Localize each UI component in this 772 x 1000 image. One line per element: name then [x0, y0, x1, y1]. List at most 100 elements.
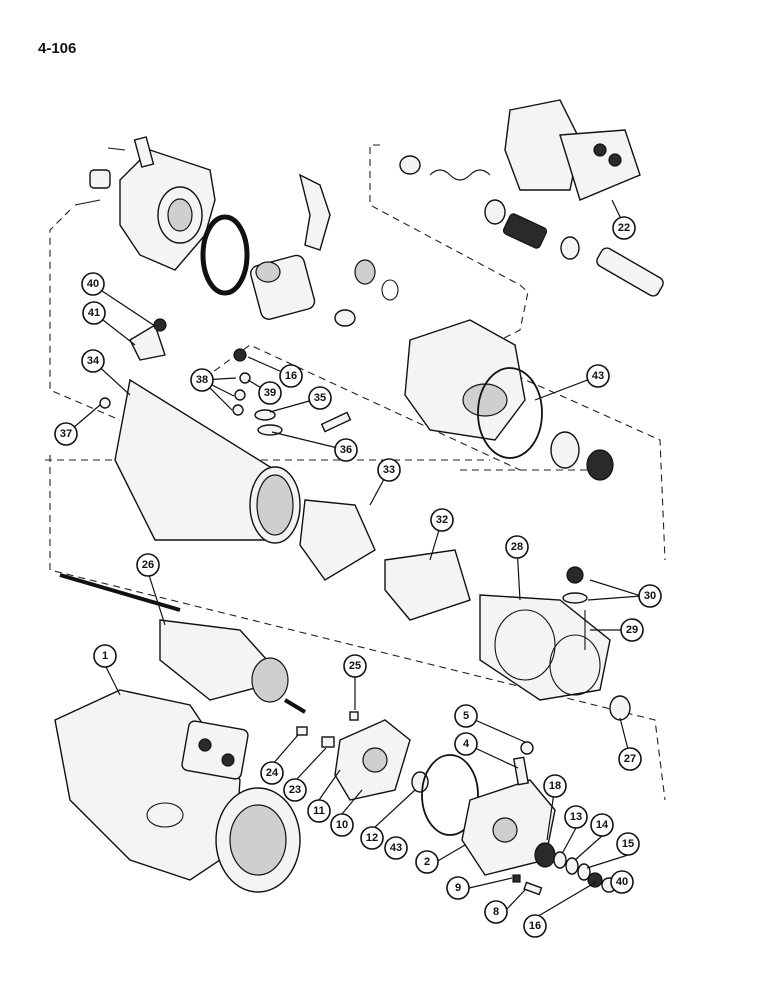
armature: [59, 573, 307, 714]
svg-text:26: 26: [142, 559, 154, 571]
callout-10: 10: [330, 813, 354, 837]
svg-text:28: 28: [511, 541, 523, 553]
bushing-a: [550, 431, 580, 469]
callout-1: 1: [93, 644, 117, 668]
svg-text:29: 29: [626, 624, 638, 636]
spring-4: [513, 756, 529, 786]
svg-text:24: 24: [266, 767, 279, 779]
callout-24: 24: [260, 761, 284, 785]
callout-9: 9: [446, 876, 470, 900]
solenoid: [504, 99, 641, 201]
callout-27: 27: [618, 747, 642, 771]
brush-23: [321, 736, 335, 748]
callout-43-lower: 43: [384, 836, 408, 860]
shift-lever: [298, 173, 331, 251]
callout-43-upper: 43: [586, 364, 610, 388]
brush-24: [296, 726, 308, 736]
callout-23: 23: [283, 778, 307, 802]
terminal-washer-30: [562, 592, 588, 604]
bolt-pin: [74, 136, 155, 206]
drive-housing: [119, 149, 216, 271]
o-ring-43-upper: [477, 367, 543, 459]
callout-34: 34: [81, 349, 105, 373]
svg-text:16: 16: [529, 920, 541, 932]
washer-b: [484, 199, 506, 225]
spring: [429, 169, 491, 181]
callout-36: 36: [334, 438, 358, 462]
callout-5: 5: [454, 704, 478, 728]
end-cover: [461, 779, 556, 876]
frame: [114, 378, 301, 544]
svg-text:9: 9: [455, 882, 461, 894]
bolt-8: [523, 881, 543, 896]
callout-11: 11: [307, 799, 331, 823]
callout-35: 35: [308, 386, 332, 410]
callout-39: 39: [258, 381, 282, 405]
callout-22: 22: [612, 216, 636, 240]
svg-text:38: 38: [196, 374, 208, 386]
callout-8: 8: [484, 900, 508, 924]
starter-assembly: [54, 689, 301, 893]
bushing-b: [586, 449, 614, 481]
plunger-cap: [399, 155, 421, 175]
svg-text:33: 33: [383, 464, 395, 476]
callout-2: 2: [415, 850, 439, 874]
o-ring-large: [200, 214, 250, 296]
callout-16-upper: 16: [279, 364, 303, 388]
field-coil: [479, 594, 611, 701]
svg-text:40: 40: [87, 278, 99, 290]
terminal-nut-30: [566, 566, 584, 584]
brush-holder: [334, 719, 411, 801]
pin-5: [520, 741, 534, 755]
svg-text:41: 41: [88, 307, 100, 319]
svg-text:25: 25: [349, 660, 361, 672]
plunger: [502, 213, 548, 249]
svg-text:23: 23: [289, 784, 301, 796]
svg-text:43: 43: [390, 842, 402, 854]
washer-38b: [234, 389, 246, 401]
bracket: [129, 318, 167, 361]
svg-text:11: 11: [313, 805, 325, 817]
svg-text:35: 35: [314, 392, 326, 404]
spring-25: [349, 711, 359, 721]
svg-text:18: 18: [549, 780, 561, 792]
svg-text:16: 16: [285, 370, 297, 382]
callout-30: 30: [638, 584, 662, 608]
svg-text:32: 32: [436, 514, 448, 526]
svg-text:37: 37: [60, 428, 72, 440]
svg-text:15: 15: [622, 838, 634, 850]
pole-shoe-32: [384, 549, 471, 621]
svg-text:5: 5: [463, 710, 469, 722]
callout-12: 12: [360, 826, 384, 850]
pin: [320, 411, 352, 433]
svg-text:30: 30: [644, 590, 656, 602]
o-ring-43-lower: [421, 754, 479, 836]
nut-16-lower: [587, 872, 603, 888]
washer-27: [609, 695, 631, 721]
svg-text:4: 4: [463, 738, 470, 750]
svg-text:22: 22: [618, 222, 630, 234]
callout-14: 14: [590, 813, 614, 837]
callout-28: 28: [505, 535, 529, 559]
callout-40-upper: 40: [81, 272, 105, 296]
callout-32: 32: [430, 508, 454, 532]
callout-41: 41: [82, 301, 106, 325]
washer-c: [560, 236, 580, 260]
intermediate-housing: [404, 319, 526, 441]
callout-13: 13: [564, 805, 588, 829]
svg-text:10: 10: [336, 819, 348, 831]
svg-text:1: 1: [102, 650, 108, 662]
callout-37: 37: [54, 422, 78, 446]
washer-a: [334, 309, 356, 327]
drive-pinion: [250, 254, 316, 320]
svg-text:34: 34: [87, 355, 100, 367]
washer-38a: [239, 372, 251, 384]
callout-25: 25: [343, 654, 367, 678]
page-number: 4-106: [38, 40, 77, 57]
bushing-18: [534, 842, 556, 868]
svg-text:12: 12: [366, 832, 378, 844]
svg-text:36: 36: [340, 444, 352, 456]
nut-16-small: [233, 348, 247, 362]
